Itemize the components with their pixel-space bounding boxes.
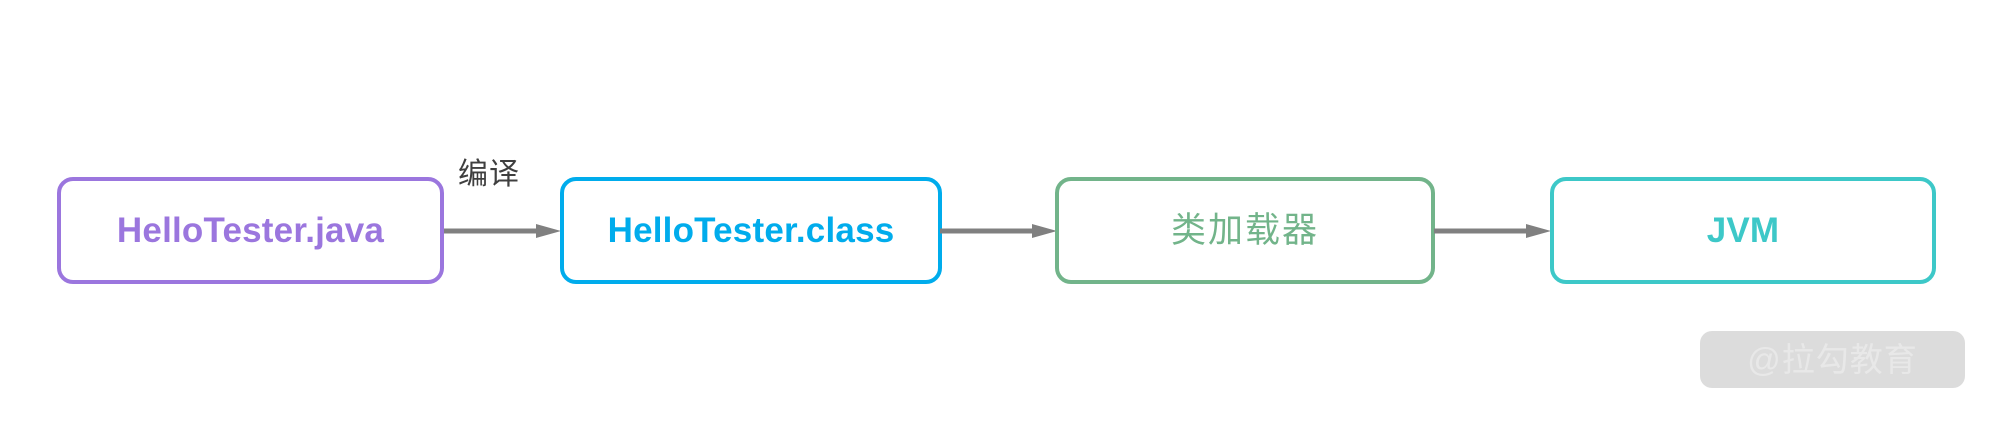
node-jvm[interactable]: JVM xyxy=(1550,177,1936,284)
arrow-run xyxy=(1434,224,1552,238)
node-class-file-label: HelloTester.class xyxy=(607,211,895,250)
node-class-loader[interactable]: 类加载器 xyxy=(1055,177,1435,284)
arrow-compile xyxy=(444,224,562,238)
node-java-source[interactable]: HelloTester.java xyxy=(57,177,444,284)
node-class-file[interactable]: HelloTester.class xyxy=(560,177,942,284)
edge-label-compile: 编译 xyxy=(458,158,520,191)
node-class-loader-label: 类加载器 xyxy=(1170,211,1319,250)
node-java-source-label: HelloTester.java xyxy=(116,211,385,250)
arrow-load xyxy=(940,224,1058,238)
watermark-text: @拉勾教育 xyxy=(1747,341,1918,378)
node-jvm-label: JVM xyxy=(1706,211,1780,250)
watermark-badge: @拉勾教育 xyxy=(1700,331,1965,388)
